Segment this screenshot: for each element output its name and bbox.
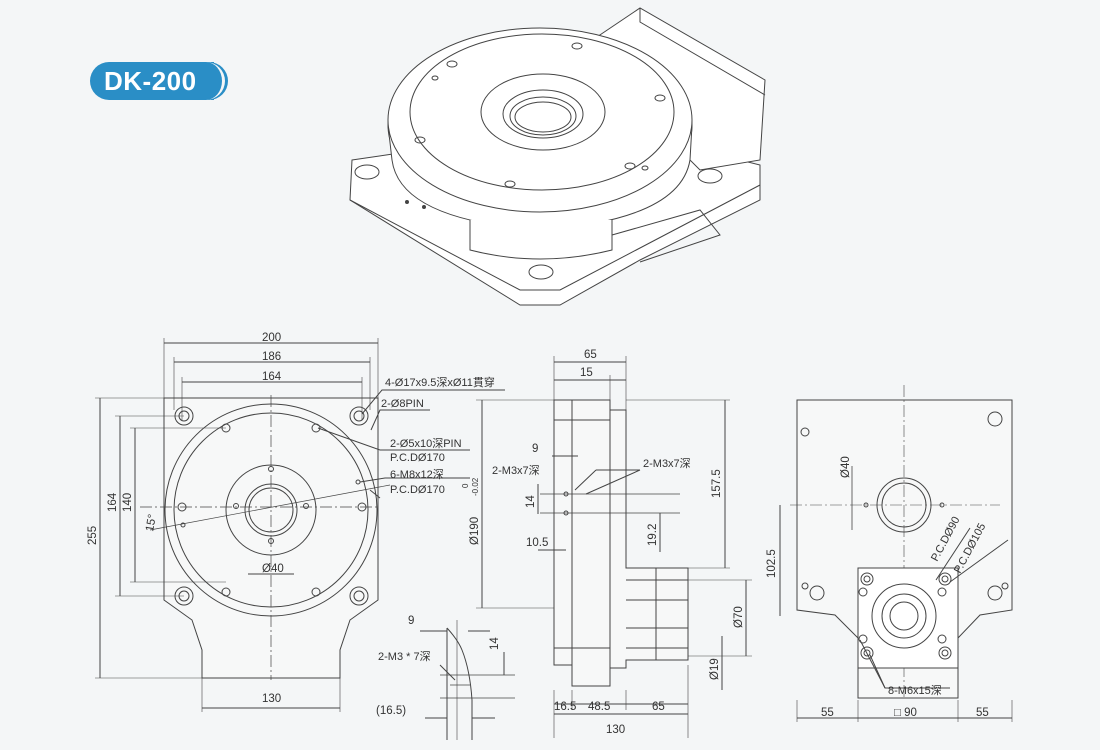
- side-tolerance-upper: 0: [461, 483, 470, 488]
- rear-bore-40: Ø40: [840, 456, 852, 478]
- side-dim-14: 14: [525, 495, 537, 508]
- dim-140: 140: [122, 493, 134, 512]
- side-dim-15: 15: [580, 367, 593, 379]
- rear-square-90: □ 90: [894, 707, 917, 719]
- dim-186: 186: [262, 351, 281, 363]
- side-thread-left: 2-M3x7深: [492, 464, 540, 477]
- side-dim-48-5: 48.5: [588, 701, 610, 713]
- rear-dim-102-5: 102.5: [766, 549, 778, 578]
- callout-pcd-2: P.C.DØ170: [390, 484, 445, 496]
- side-view: [476, 356, 752, 738]
- rear-view: [779, 385, 1013, 722]
- front-view: [95, 338, 505, 712]
- side-dim-10-5: 10.5: [526, 537, 548, 549]
- badge-background: [90, 62, 214, 100]
- side-dia-19: Ø19: [709, 658, 721, 680]
- side-dim-16-5: 16.5: [554, 701, 576, 713]
- bore-40-front: Ø40: [262, 563, 284, 575]
- badge-cap: [202, 62, 225, 100]
- callout-counterbore: 4-Ø17x9.5深xØ11貫穿: [385, 375, 495, 389]
- side-dim-130: 130: [606, 724, 625, 736]
- rear-dim-55-left: 55: [821, 707, 834, 719]
- dim-200: 200: [262, 332, 281, 344]
- callout-pin5: 2-Ø5x10深PIN: [390, 437, 462, 450]
- dim-164-height: 164: [107, 492, 119, 512]
- model-badge: DK-200: [90, 62, 225, 100]
- side-dim-65-bottom: 65: [652, 701, 665, 713]
- callout-pin8: 2-Ø8PIN: [381, 398, 424, 410]
- model-title: DK-200: [104, 66, 197, 96]
- side-dia-190: Ø190: [469, 517, 481, 545]
- detail-dim-14: 14: [489, 637, 501, 650]
- dim-164-width: 164: [262, 371, 282, 383]
- side-dia-70: Ø70: [733, 606, 745, 628]
- angle-15: 15°: [144, 513, 159, 532]
- rear-dim-55-right: 55: [976, 707, 989, 719]
- detail-dim-16-5: (16.5): [376, 705, 406, 717]
- side-dim-157-5: 157.5: [711, 469, 723, 498]
- detail-thread: 2-M3 * 7深: [378, 650, 431, 663]
- callout-pcd-1: P.C.DØ170: [390, 452, 445, 464]
- side-dim-9: 9: [532, 443, 538, 455]
- detail-view: [420, 620, 515, 740]
- dim-255: 255: [87, 526, 99, 545]
- rear-thread: 8-M6x15深: [888, 684, 942, 697]
- detail-dim-9: 9: [408, 615, 414, 627]
- dim-130-front: 130: [262, 693, 281, 705]
- isometric-view: [349, 7, 766, 306]
- side-thread-right: 2-M3x7深: [643, 457, 691, 470]
- callout-m8: 6-M8x12深: [390, 468, 444, 481]
- side-dim-19-2: 19.2: [647, 524, 659, 546]
- side-dim-65-top: 65: [584, 349, 597, 361]
- side-tolerance-lower: -0.02: [471, 477, 480, 496]
